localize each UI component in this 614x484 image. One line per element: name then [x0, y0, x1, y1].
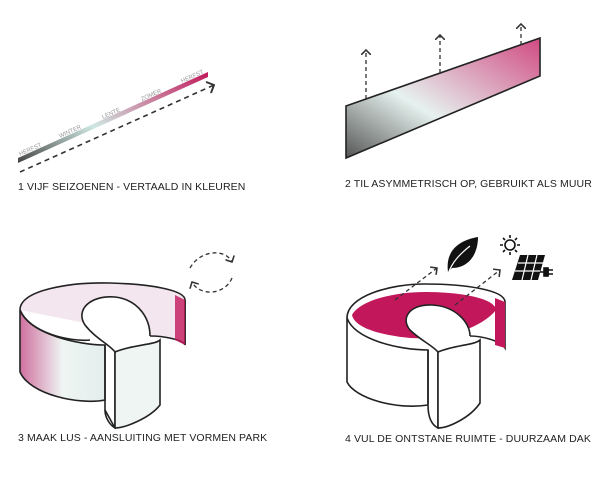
step-1-caption: 1 VIJF SEIZOENEN - VERTAALD IN KLEUREN — [18, 181, 246, 193]
step-4-caption: 4 VUL DE ONTSTANE RUIMTE - DUURZAAM DAK — [345, 433, 592, 445]
loop-shape — [19, 252, 232, 430]
leaf-icon — [447, 237, 478, 275]
step-2-caption: 2 TIL ASYMMETRISCH OP, GEBRUIKT ALS MUUR — [345, 178, 592, 190]
filled-loop-roof — [346, 235, 553, 430]
lifted-wall — [345, 24, 541, 160]
step-3-caption: 3 MAAK LUS - AANSLUITING MET VORMEN PARK — [18, 432, 268, 444]
season-labels: HERFST WINTER LENTE ZOMER HERFST — [18, 69, 205, 157]
plug-icon — [540, 267, 553, 277]
rotate-arrows-icon — [190, 252, 232, 293]
solar-panel-icon — [512, 254, 545, 281]
sun-icon — [500, 235, 520, 255]
season-gradient-bar — [18, 72, 214, 173]
